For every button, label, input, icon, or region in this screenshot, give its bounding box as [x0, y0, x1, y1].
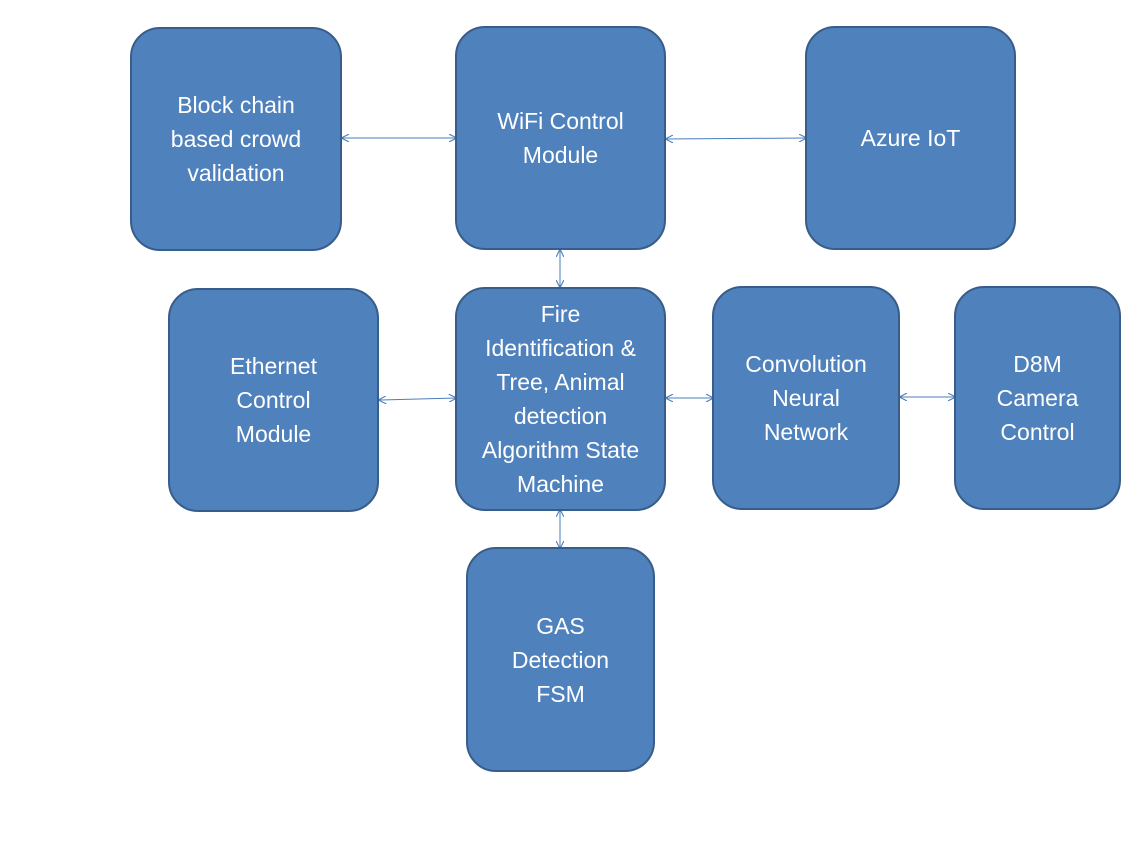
gas-detection-fsm-label: GAS Detection FSM: [511, 612, 610, 707]
fire-identification-node: Fire Identification & Tree, Animal detec…: [455, 287, 666, 511]
azure-iot-node: Azure IoT: [805, 26, 1016, 250]
ethernet-control-module-label: Ethernet Control Module: [230, 353, 317, 447]
edge-ethernet-fire: [379, 398, 456, 400]
wifi-control-module-node: WiFi Control Module: [455, 26, 666, 250]
blockchain-validation-node: Block chain based crowd validation: [130, 27, 342, 251]
ethernet-control-module-node: Ethernet Control Module: [168, 288, 379, 512]
blockchain-validation-label: Block chain based crowd validation: [170, 92, 302, 186]
convolution-neural-network-node: Convolution Neural Network: [712, 286, 900, 510]
wifi-control-module-label: WiFi Control Module: [497, 108, 624, 168]
fire-identification-label: Fire Identification & Tree, Animal detec…: [481, 301, 640, 497]
d8m-camera-control-label: D8M Camera Control: [996, 351, 1079, 445]
d8m-camera-control-node: D8M Camera Control: [954, 286, 1121, 510]
gas-detection-fsm-node: GAS Detection FSM: [466, 547, 655, 772]
azure-iot-label: Azure IoT: [860, 125, 961, 151]
convolution-neural-network-label: Convolution Neural Network: [745, 351, 867, 445]
edge-wifi-azure: [666, 138, 806, 139]
